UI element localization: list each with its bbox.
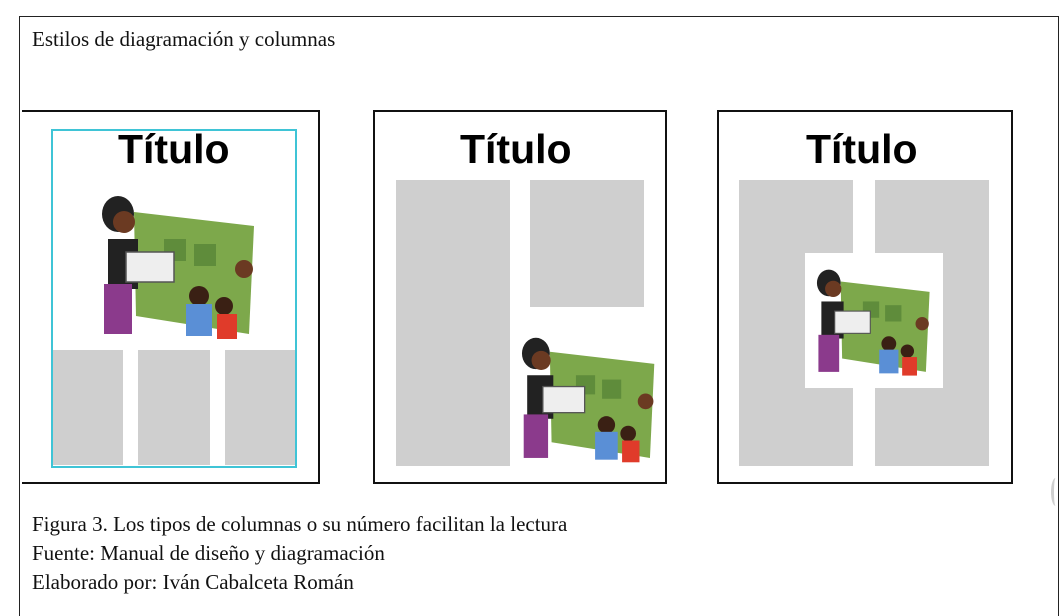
layout-panel-3: Título [717, 110, 1013, 484]
figure-caption: Figura 3. Los tipos de columnas o su núm… [32, 512, 568, 536]
figure-heading: Estilos de diagramación y columnas [32, 27, 336, 51]
teacher-illustration [816, 269, 930, 376]
layout-panel-3-title: Título [806, 126, 918, 172]
figure-author: Elaborado por: Iván Cabalceta Román [32, 570, 354, 594]
layout-panel-1-highlight-border [51, 129, 297, 468]
figure-frame [19, 16, 1059, 616]
teacher-illustration [521, 337, 655, 463]
edge-decoration [1051, 478, 1060, 506]
layout-panel-1-title: Título [118, 126, 230, 172]
column-placeholder-left [396, 180, 510, 466]
column-placeholder-3 [225, 350, 295, 465]
layout-panel-2: Título [373, 110, 667, 484]
column-placeholder-right-top [530, 180, 644, 307]
layout-panel-2-title: Título [460, 126, 572, 172]
figure-source: Fuente: Manual de diseño y diagramación [32, 541, 385, 565]
column-placeholder-1 [53, 350, 123, 465]
teacher-illustration [102, 196, 254, 339]
layout-panel-1: Título [22, 110, 320, 484]
column-placeholder-2 [138, 350, 210, 465]
